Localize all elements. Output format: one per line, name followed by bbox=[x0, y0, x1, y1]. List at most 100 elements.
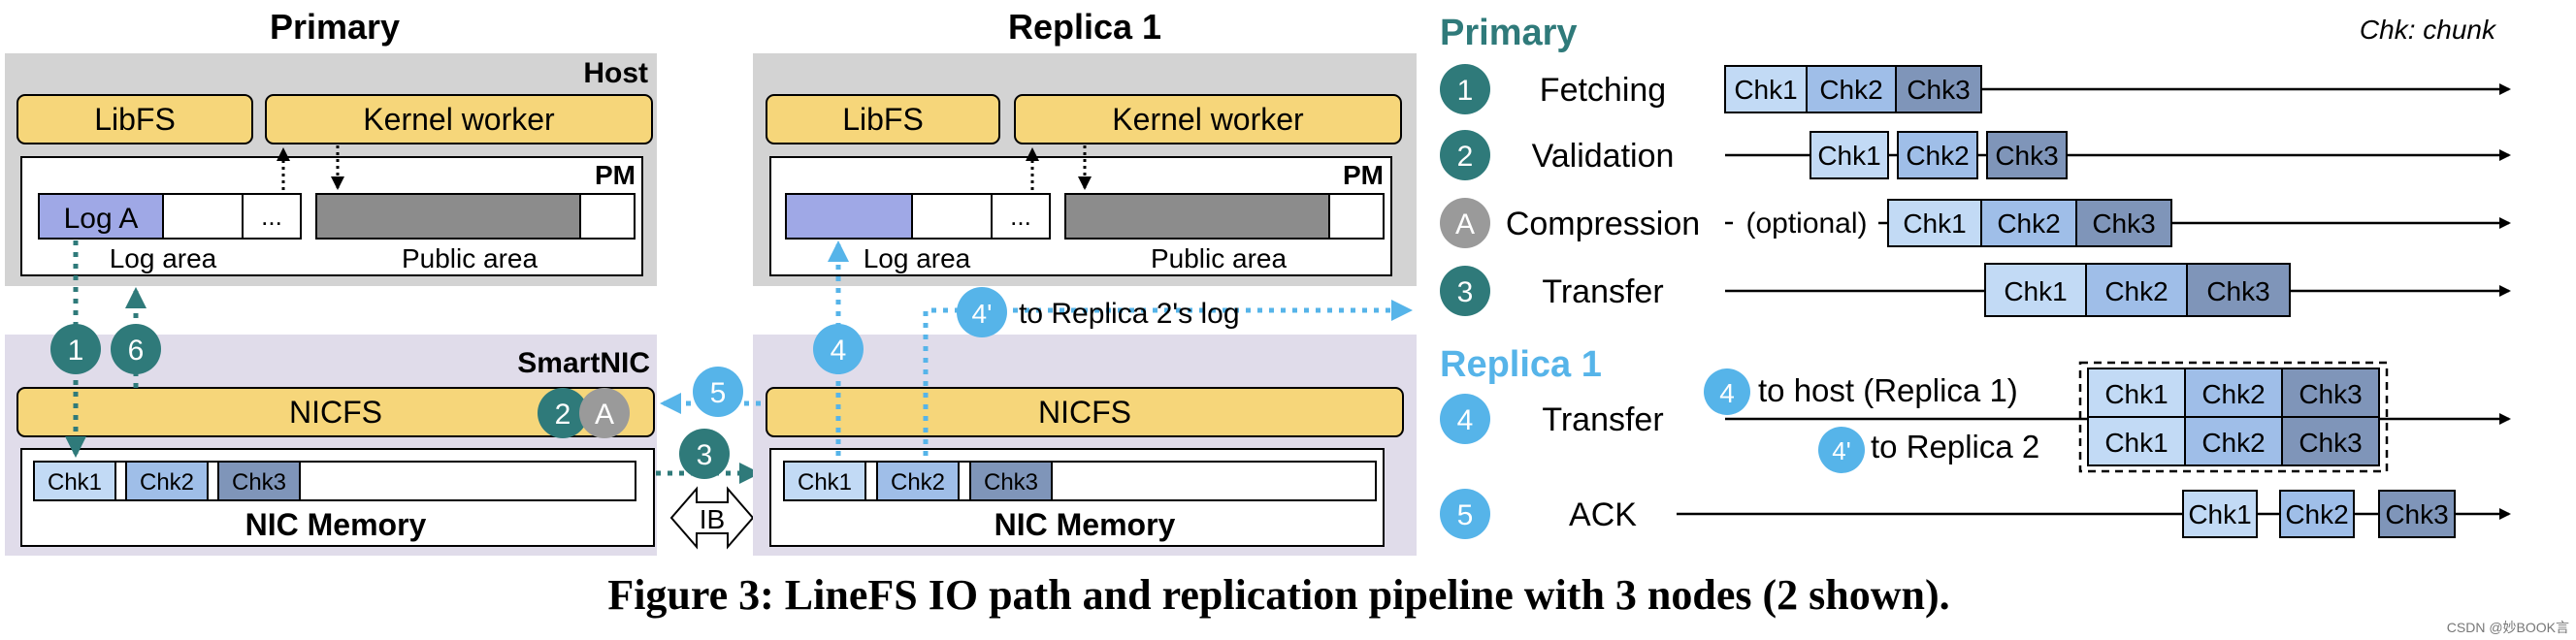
replica-node: Replica 1 LibFS Kernel worker PM ... Log… bbox=[660, 7, 1417, 556]
badge-5 bbox=[693, 367, 743, 417]
primary-libfs-label: LibFS bbox=[94, 102, 176, 137]
stage-4-bottom-chunk-1 bbox=[2087, 416, 2186, 466]
primary-smartnic-label: SmartNIC bbox=[517, 347, 650, 379]
stage-4-top-chunk-2-label: Chk2 bbox=[2201, 379, 2265, 409]
stage-4-bottom-chunk-3 bbox=[2281, 416, 2380, 466]
stage-2-badge-label: 2 bbox=[1457, 141, 1474, 173]
replica-nic-chunk-2-label: Chk2 bbox=[891, 469, 945, 496]
pipeline-replica-title: Replica 1 bbox=[1440, 344, 1602, 385]
stage-4-dashed-group bbox=[2078, 361, 2389, 473]
stage-1-chunk-1 bbox=[1724, 65, 1808, 113]
stage-5-chunk-2 bbox=[2279, 490, 2355, 538]
stage-5-badge bbox=[1440, 489, 1490, 539]
primary-public-area-block bbox=[315, 193, 581, 240]
stage-4-top-badge-label: 4 bbox=[1719, 378, 1735, 408]
badge-4p bbox=[957, 287, 1007, 337]
stage-4-badge bbox=[1440, 394, 1490, 444]
stage-a-chunk-3 bbox=[2075, 199, 2172, 247]
primary-pm-label: PM bbox=[595, 160, 636, 190]
primary-node: Primary Host LibFS Kernel worker PM Log … bbox=[5, 7, 657, 556]
stage-4-bottom-label: to Replica 2 bbox=[1871, 429, 2039, 464]
replica-public-slot bbox=[1328, 193, 1385, 240]
stage-3-badge-label: 3 bbox=[1457, 276, 1474, 308]
stage-4-top-label: to host (Replica 1) bbox=[1758, 372, 2018, 408]
replica-nic-memory-label: NIC Memory bbox=[995, 507, 1176, 542]
badge-2-label: 2 bbox=[555, 399, 571, 431]
stage-a-note: (optional) bbox=[1745, 208, 1867, 240]
pipeline: Primary Chk: chunk 1 Fetching Chk1 Chk2 … bbox=[1440, 13, 2511, 539]
badge-3 bbox=[679, 429, 730, 479]
replica-nic-chunk-1-label: Chk1 bbox=[798, 469, 852, 496]
badge-a-label: A bbox=[595, 399, 614, 431]
stage-a-chunk-3-label: Chk3 bbox=[2092, 208, 2155, 239]
primary-nic-chunk-3 bbox=[217, 461, 301, 501]
badge-2 bbox=[538, 388, 588, 438]
replica-nicfs-box bbox=[766, 387, 1404, 437]
primary-public-area-label: Public area bbox=[402, 243, 538, 273]
replica-libfs-label: LibFS bbox=[842, 102, 924, 137]
stage-1-chunk-3-label: Chk3 bbox=[1907, 75, 1970, 105]
primary-kernel-worker-label: Kernel worker bbox=[363, 102, 555, 137]
stage-4-top-chunk-1-label: Chk1 bbox=[2104, 379, 2168, 409]
figure-caption: Figure 3: LineFS IO path and replication… bbox=[607, 571, 1949, 619]
primary-log-slot bbox=[162, 193, 244, 240]
replica-nicfs-label: NICFS bbox=[1038, 395, 1131, 430]
replica-kernel-worker-label: Kernel worker bbox=[1112, 102, 1304, 137]
stage-3-chunk-3-label: Chk3 bbox=[2206, 276, 2269, 306]
stage-4-label: Transfer bbox=[1542, 401, 1663, 438]
primary-log-ellipsis: ... bbox=[261, 202, 282, 231]
replica-log-area-label: Log area bbox=[864, 243, 971, 273]
primary-nic-chunk-1 bbox=[33, 461, 116, 501]
replica-log-slot bbox=[911, 193, 993, 240]
stage-1-chunk-1-label: Chk1 bbox=[1734, 75, 1797, 105]
primary-title: Primary bbox=[270, 7, 400, 47]
stage-2-chunk-3 bbox=[1986, 131, 2068, 179]
stage-1-badge bbox=[1440, 64, 1490, 114]
stage-a-note-bg bbox=[1733, 202, 1878, 244]
stage-1-badge-label: 1 bbox=[1457, 75, 1474, 107]
stage-2-chunk-1-label: Chk1 bbox=[1817, 141, 1880, 171]
replica-kernel-worker-box bbox=[1014, 94, 1402, 144]
stage-4-top-chunk-3-label: Chk3 bbox=[2299, 379, 2362, 409]
primary-log-area-label: Log area bbox=[110, 243, 217, 273]
stage-3-badge bbox=[1440, 266, 1490, 316]
ib-label: IB bbox=[700, 504, 725, 534]
stage-a-badge bbox=[1440, 198, 1490, 248]
stage-4-top-badge bbox=[1704, 368, 1750, 415]
primary-nic-chunk-2-label: Chk2 bbox=[140, 469, 194, 496]
primary-libfs-box bbox=[16, 94, 253, 144]
to-replica2-log-label: to Replica 2's log bbox=[1019, 298, 1240, 330]
flow-4p-arrow bbox=[923, 300, 1413, 456]
stage-4-bottom-badge bbox=[1818, 427, 1865, 473]
primary-nic-memory-label: NIC Memory bbox=[245, 507, 427, 542]
stage-a-chunk-2-label: Chk2 bbox=[1997, 208, 2060, 239]
stage-1-label: Fetching bbox=[1540, 72, 1666, 109]
stage-1-chunk-3 bbox=[1895, 65, 1982, 113]
replica-nic-chunk-3 bbox=[969, 461, 1053, 501]
badge-5-label: 5 bbox=[710, 377, 727, 409]
pipeline-legend: Chk: chunk bbox=[2360, 15, 2497, 45]
stage-3-chunk-3 bbox=[2186, 263, 2291, 317]
badge-6-label: 6 bbox=[128, 335, 145, 367]
stage-4-badge-label: 4 bbox=[1457, 404, 1474, 436]
replica-nic-chunk-3-label: Chk3 bbox=[984, 469, 1038, 496]
primary-nicfs-label: NICFS bbox=[289, 395, 382, 430]
stage-5-badge-label: 5 bbox=[1457, 499, 1474, 531]
replica-libfs-box bbox=[766, 94, 1000, 144]
stage-4-top-chunk-3 bbox=[2281, 368, 2380, 418]
ib-link: 3 IB bbox=[656, 429, 761, 550]
stage-5-chunk-3-label: Chk3 bbox=[2385, 499, 2448, 529]
stage-4-bottom-badge-label: 4' bbox=[1832, 436, 1850, 465]
badge-4 bbox=[813, 324, 864, 374]
stage-a-label: Compression bbox=[1506, 206, 1700, 242]
primary-kernel-worker-box bbox=[265, 94, 653, 144]
stage-a-badge-label: A bbox=[1455, 208, 1475, 240]
primary-log-ellipsis-slot bbox=[242, 193, 302, 240]
badge-6 bbox=[111, 324, 161, 374]
primary-nic-chunk-2 bbox=[125, 461, 209, 501]
stage-a-chunk-2 bbox=[1980, 199, 2077, 247]
badge-3-label: 3 bbox=[697, 439, 713, 471]
replica-nic-chunk-2 bbox=[876, 461, 960, 501]
stage-a-chunk-1-label: Chk1 bbox=[1903, 208, 1966, 239]
